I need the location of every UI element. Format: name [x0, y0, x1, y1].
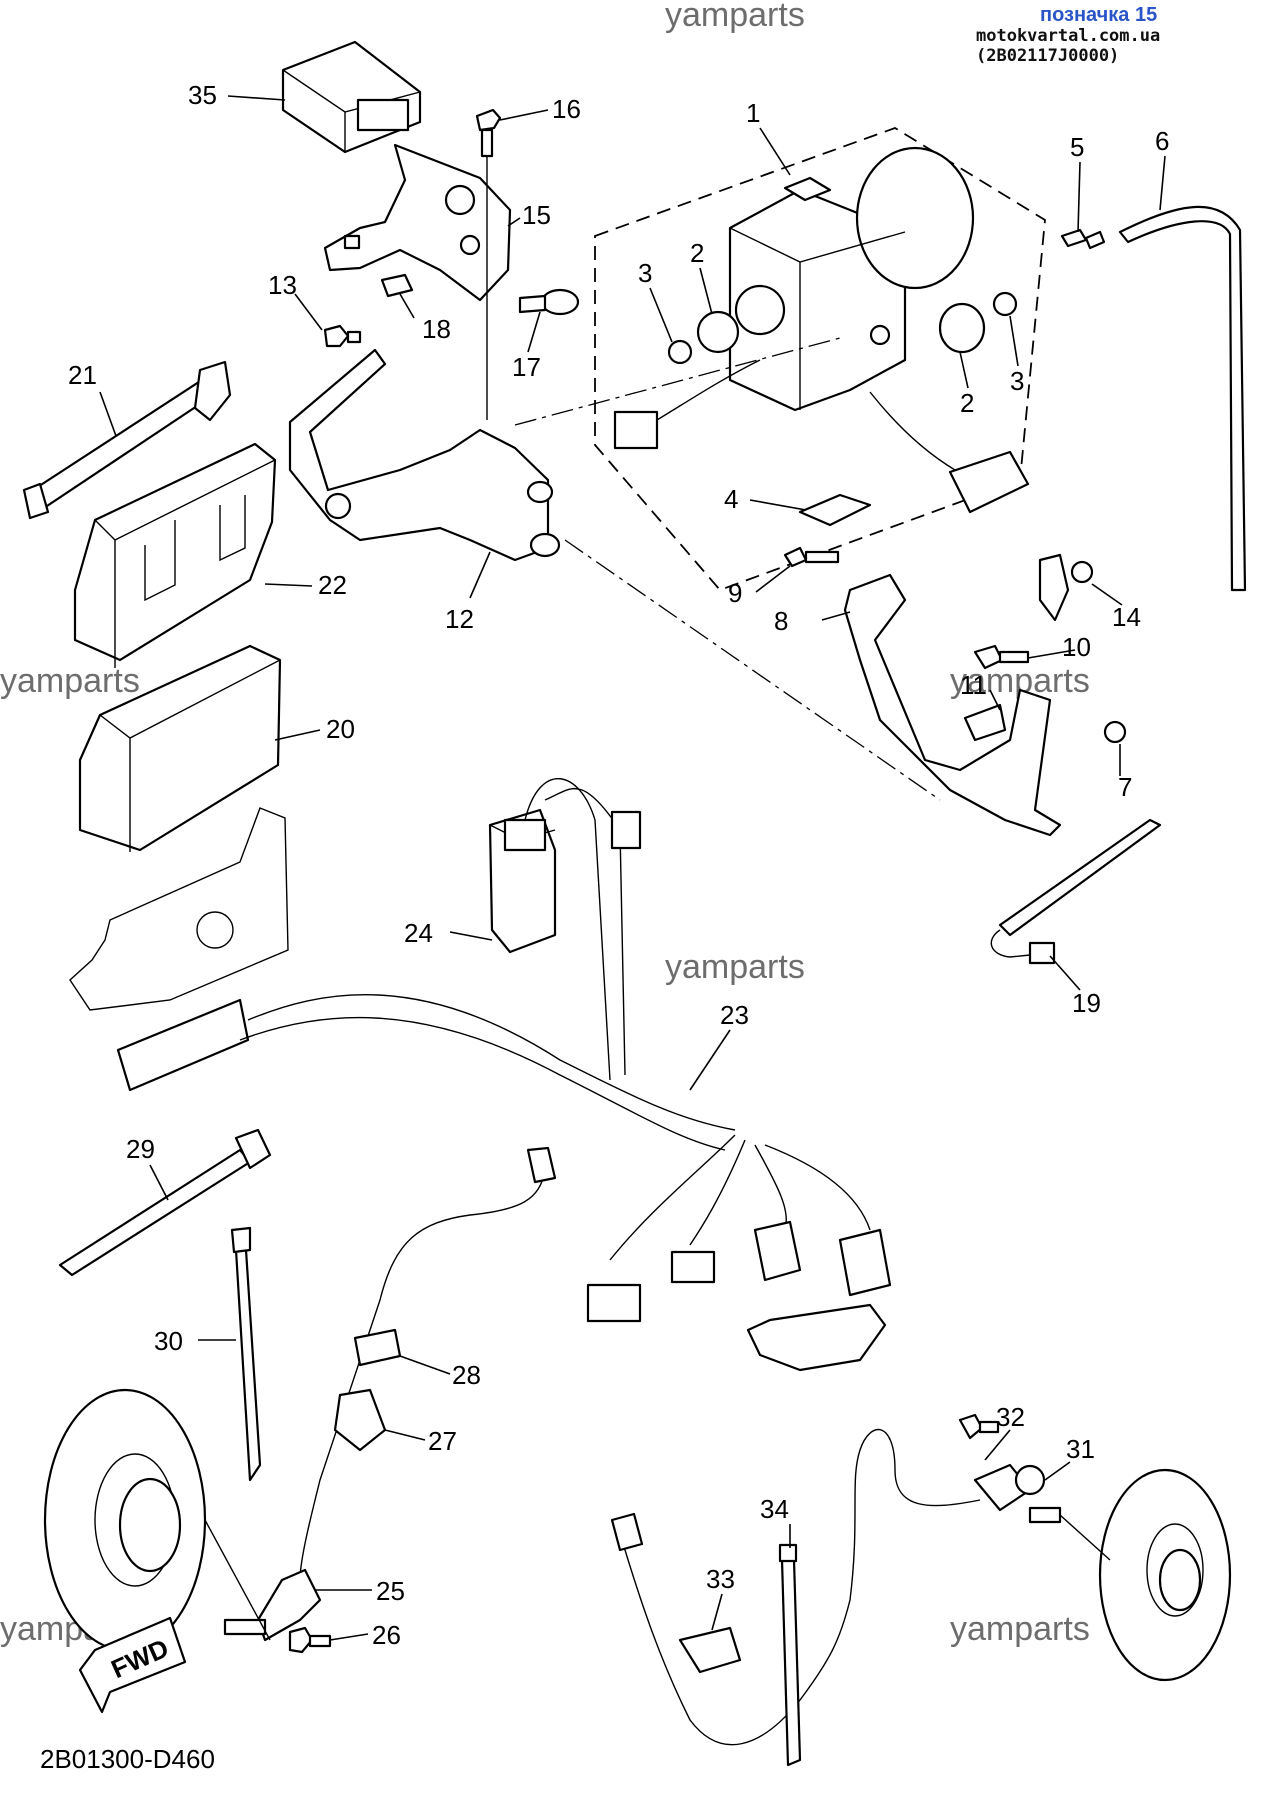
part-22-cover [73, 442, 277, 668]
callout-2: 2 [690, 238, 704, 268]
callout-3: 3 [1010, 366, 1024, 396]
hu-connector [613, 359, 1030, 514]
part-2-grommet [696, 302, 986, 354]
watermark: yamparts [950, 1610, 1090, 1648]
part-3-bolt [667, 291, 1018, 365]
header-source: motokvartal.com.ua (2B02117J0000) [976, 26, 1161, 66]
part-26-bolt [288, 1626, 332, 1654]
part-4-pad [798, 493, 872, 527]
callout-33: 33 [706, 1564, 735, 1594]
part-35-unit [281, 40, 422, 154]
watermark: yamparts [665, 948, 805, 986]
callout-15: 15 [522, 200, 551, 230]
callout-18: 18 [422, 314, 451, 344]
part-16-bolt [475, 108, 502, 420]
part-13-bolt [323, 324, 362, 348]
callout-26: 26 [372, 1620, 401, 1650]
callout-13: 13 [268, 270, 297, 300]
part-34-tie [778, 1543, 802, 1767]
callout-12: 12 [445, 604, 474, 634]
callout-3: 3 [638, 258, 652, 288]
part-20-ecu [78, 644, 282, 852]
part-15-bracket [323, 143, 512, 302]
diagram-code: 2B01300-D460 [40, 1744, 215, 1774]
leader-lines [99, 95, 1166, 1641]
callout-27: 27 [428, 1426, 457, 1456]
callout-31: 31 [1066, 1434, 1095, 1464]
part-17-clamp [518, 288, 580, 316]
part-30-tie [230, 1226, 262, 1482]
header-label: позначка 15 [1040, 4, 1158, 26]
callout-32: 32 [996, 1402, 1025, 1432]
part-25-front-sensor [223, 1146, 557, 1642]
callout-11: 11 [960, 670, 987, 700]
front-brake-disc [43, 1388, 271, 1652]
callout-1: 1 [746, 98, 760, 128]
fwd-arrow: FWD [78, 1616, 187, 1714]
callout-25: 25 [376, 1576, 405, 1606]
callout-30: 30 [154, 1326, 183, 1356]
part-5-union [1060, 228, 1106, 250]
part-21-strap [22, 360, 232, 520]
rear-brake-disc [1059, 1468, 1232, 1682]
part-18-pad [380, 273, 414, 298]
callout-19: 19 [1072, 988, 1101, 1018]
part-12-bracket [288, 348, 561, 562]
part-32-bolt [958, 1413, 1000, 1440]
callout-23: 23 [720, 1000, 749, 1030]
part-29-tie [58, 1128, 272, 1277]
callout-14: 14 [1112, 602, 1141, 632]
part-19-lead [990, 818, 1162, 965]
watermark: yamparts [665, 0, 805, 34]
callout-21: 21 [68, 360, 97, 390]
watermark: yamparts [0, 662, 140, 700]
callout-35: 35 [188, 80, 217, 110]
callout-29: 29 [126, 1134, 155, 1164]
callout-4: 4 [724, 484, 738, 514]
part-23-harness [116, 778, 892, 1372]
part-27-clamp [333, 1388, 387, 1452]
callout-2: 2 [960, 388, 974, 418]
callout-9: 9 [728, 578, 742, 608]
part-8-bracket-assembly [783, 546, 1127, 837]
callout-34: 34 [760, 1494, 789, 1524]
part-28-clamp [353, 1328, 402, 1367]
part-31-rear-sensor [610, 1428, 1062, 1746]
callout-10: 10 [1062, 632, 1091, 662]
callout-7: 7 [1118, 772, 1132, 802]
callout-20: 20 [326, 714, 355, 744]
callout-numbers: 35 16 1 5 6 15 3 2 13 18 17 21 3 2 12 22… [68, 80, 1169, 1650]
part-6-brake-pipe [1118, 205, 1247, 592]
part-1-hydraulic-unit [594, 127, 1046, 592]
callout-8: 8 [774, 606, 788, 636]
callout-22: 22 [318, 570, 347, 600]
callout-16: 16 [552, 94, 581, 124]
ecu-bracket [69, 807, 289, 1011]
callout-24: 24 [404, 918, 433, 948]
callout-28: 28 [452, 1360, 481, 1390]
callout-6: 6 [1155, 126, 1169, 156]
callout-5: 5 [1070, 132, 1084, 162]
part-33-clamp [678, 1626, 742, 1674]
callout-17: 17 [512, 352, 541, 382]
